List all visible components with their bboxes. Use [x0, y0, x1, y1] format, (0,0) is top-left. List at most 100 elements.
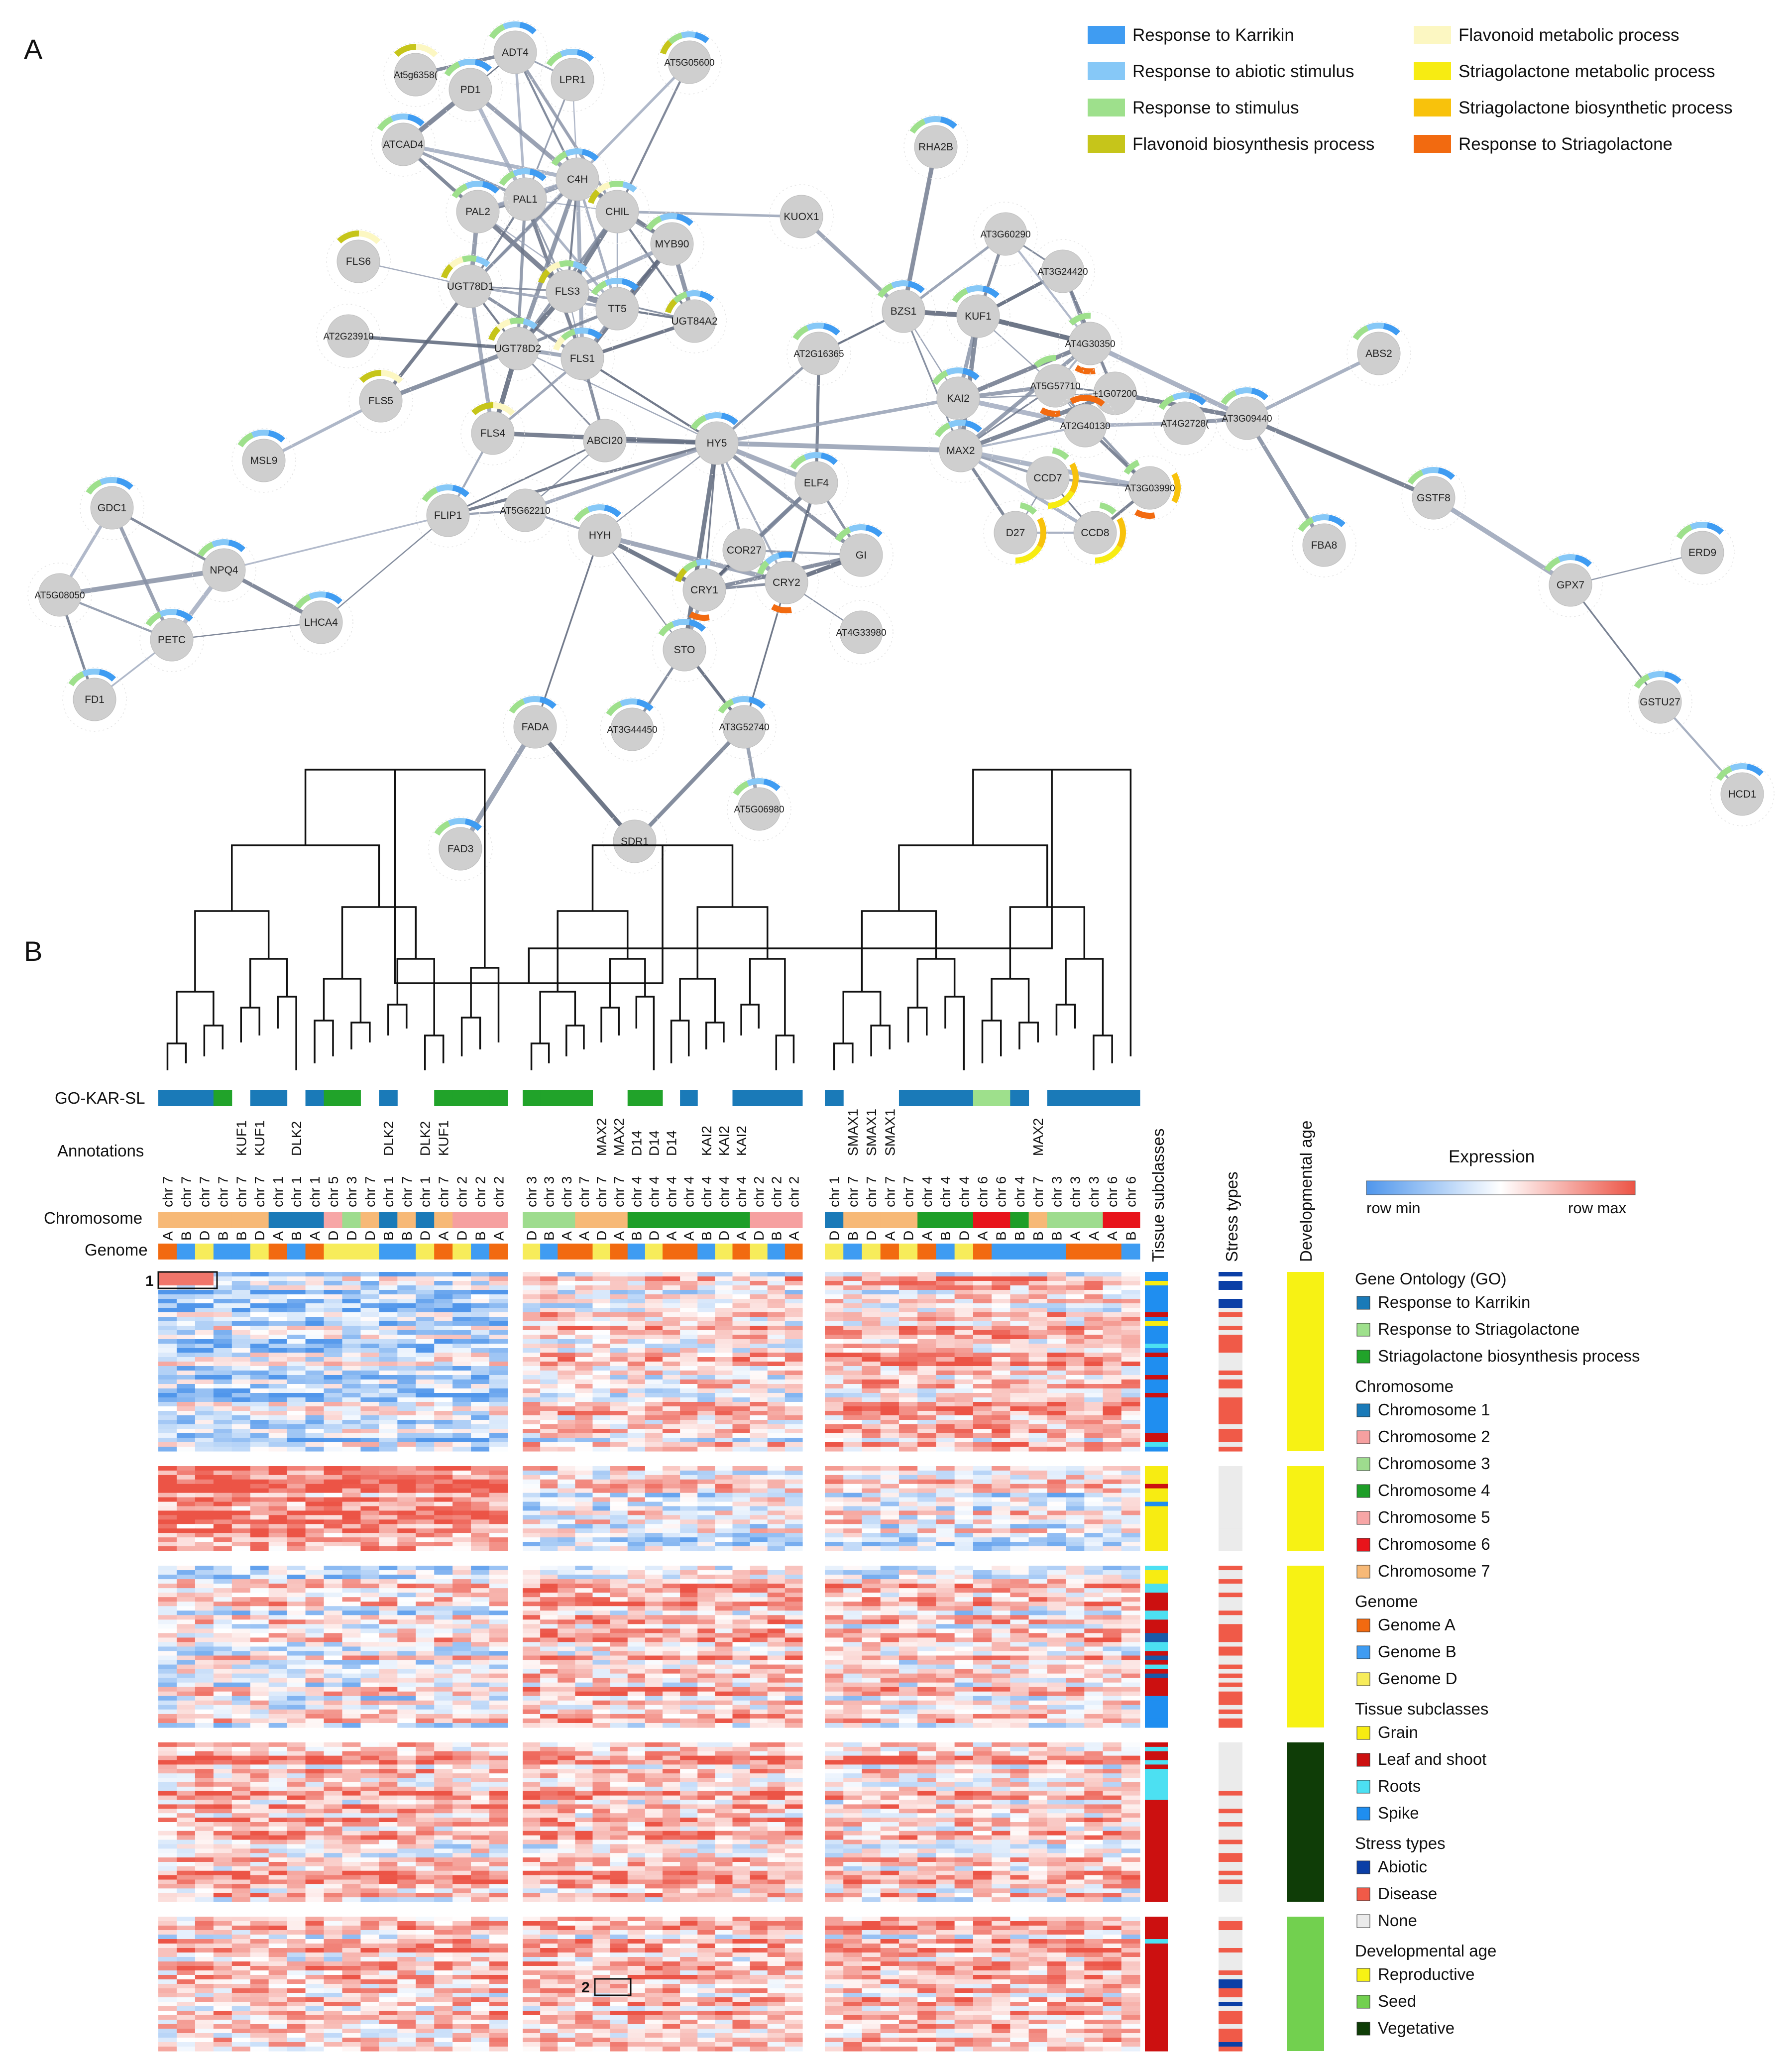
heatmap-cell: [973, 1406, 992, 1411]
node-label: AT4G30350: [1065, 339, 1115, 349]
node-annotation-arc: [475, 256, 490, 267]
heatmap-cell: [1010, 1542, 1029, 1547]
heatmap-cell: [324, 1326, 343, 1331]
chromosome-bar-cell: [898, 1212, 918, 1228]
heatmap-cell: [452, 1357, 471, 1362]
heatmap-cell: [324, 1479, 343, 1485]
heatmap-cell: [540, 1388, 558, 1393]
heatmap-cell: [784, 1619, 803, 1624]
heatmap-cell: [1010, 1533, 1029, 1538]
node-annotation-arc: [721, 412, 739, 426]
network-edge: [321, 515, 448, 623]
heatmap-cell: [917, 1438, 937, 1443]
heatmap-cell: [1084, 1475, 1104, 1480]
heatmap-cell: [880, 1475, 899, 1480]
heatmap-cell: [697, 1330, 715, 1335]
go-bar-cell: [176, 1090, 196, 1106]
heatmap-cell: [287, 1488, 306, 1493]
heatmap-cell: [663, 1357, 680, 1362]
heatmap-cell: [158, 1633, 177, 1638]
heatmap-cell: [213, 1615, 232, 1620]
column-chromosome-label: chr 1: [307, 1176, 323, 1207]
column-annotation-label: SMAX1: [864, 1109, 879, 1156]
heatmap-cell: [558, 1628, 575, 1634]
heatmap-cell: [825, 1615, 844, 1620]
heatmap-cell: [558, 1447, 575, 1452]
heatmap-cell: [158, 1515, 177, 1520]
heatmap-cell: [954, 1442, 974, 1447]
heatmap-cell: [523, 1488, 541, 1493]
heatmap-cell: [195, 1475, 214, 1480]
heatmap-cell: [862, 1294, 881, 1299]
heatmap-cell: [287, 1411, 306, 1416]
heatmap-cell: [1103, 1281, 1122, 1286]
node-annotation-arc: [228, 539, 246, 553]
heatmap-cell: [558, 1299, 575, 1304]
heatmap-cell: [540, 1584, 558, 1589]
node-label: AT3G09440: [1222, 414, 1272, 424]
heatmap-cell: [379, 1371, 398, 1376]
heatmap-cell: [767, 1411, 785, 1416]
heatmap-cell: [645, 1344, 663, 1349]
heatmap-cell: [231, 1637, 251, 1643]
node-guide-ring: [1015, 446, 1080, 510]
heatmap-cell: [1066, 1492, 1085, 1498]
heatmap-cell: [592, 1429, 611, 1434]
node-circle: [1302, 523, 1346, 567]
heatmap-cell: [592, 1528, 611, 1533]
heatmap-cell: [558, 1475, 575, 1480]
column-genome-label: D: [454, 1231, 470, 1241]
heatmap-cell: [645, 1290, 663, 1295]
heatmap-cell: [471, 1371, 490, 1376]
heatmap-cell: [898, 1492, 918, 1498]
heatmap-cell: [397, 1579, 416, 1584]
heatmap-cell: [825, 1371, 844, 1376]
heatmap-cell: [862, 1371, 881, 1376]
heatmap-cell: [1084, 1326, 1104, 1331]
heatmap-cell: [1084, 1393, 1104, 1398]
heatmap-cell: [231, 1388, 251, 1393]
heatmap-cell: [898, 1470, 918, 1476]
heatmap-cell: [176, 1415, 196, 1420]
heatmap-cell: [697, 1570, 715, 1575]
heatmap-cell: [231, 1384, 251, 1389]
heatmap-cell: [158, 1357, 177, 1362]
heatmap-cell: [697, 1384, 715, 1389]
heatmap-cell: [523, 1357, 541, 1362]
heatmap-cell: [360, 1281, 379, 1286]
heatmap-cell: [434, 1524, 453, 1529]
heatmap-cell: [627, 1593, 646, 1598]
heatmap-cell: [342, 1602, 361, 1607]
heatmap-cell: [784, 1624, 803, 1629]
heatmap-cell: [397, 1375, 416, 1380]
heatmap-cell: [732, 1442, 751, 1447]
heatmap-cell: [575, 1348, 593, 1353]
heatmap-cell: [992, 1366, 1010, 1371]
heatmap-cell: [1010, 1615, 1029, 1620]
heatmap-cell: [862, 1506, 881, 1511]
heatmap-cell: [158, 1290, 177, 1295]
heatmap-cell: [434, 1348, 453, 1353]
heatmap-cell: [176, 1397, 196, 1402]
network-edge: [224, 514, 448, 571]
heatmap-cell: [305, 1411, 325, 1416]
heatmap-cell: [645, 1628, 663, 1634]
heatmap-cell: [825, 1348, 844, 1353]
heatmap-cell: [575, 1388, 593, 1393]
heatmap-cell: [1121, 1330, 1140, 1335]
heatmap-cell: [471, 1470, 490, 1476]
heatmap-cell: [287, 1637, 306, 1643]
heatmap-cell: [250, 1379, 269, 1384]
heatmap-cell: [268, 1433, 288, 1438]
heatmap-cell: [540, 1375, 558, 1380]
dendrogram-branch: [470, 967, 500, 1042]
genome-bar-cell: [342, 1244, 361, 1260]
heatmap-cell: [592, 1510, 611, 1516]
heatmap-cell: [992, 1308, 1010, 1313]
heatmap-cell: [898, 1272, 918, 1277]
dendrogram-branch: [870, 1025, 891, 1056]
heatmap-cell: [936, 1330, 955, 1335]
heatmap-cell: [1047, 1424, 1066, 1429]
heatmap-cell: [1010, 1566, 1029, 1571]
heatmap-cell: [1047, 1339, 1066, 1344]
